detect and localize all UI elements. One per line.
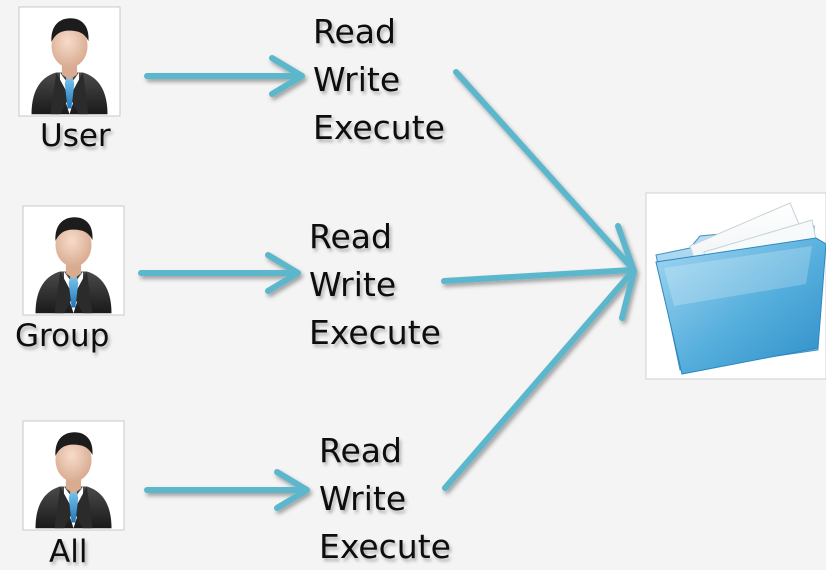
subject-label: All [49, 534, 87, 570]
arrow-group-to-permissions [138, 252, 301, 294]
permission-read: Read [309, 217, 392, 256]
subject-label: Group [15, 318, 109, 354]
subject-label: User [40, 118, 111, 154]
arrows-layer [138, 55, 637, 511]
permission-write: Write [319, 479, 406, 518]
permission-read: Read [313, 12, 396, 51]
permissions-group: Read Write Execute [309, 217, 441, 352]
arrow-user-to-permissions [144, 55, 305, 97]
permissions-user: Read Write Execute [313, 12, 445, 147]
permission-read: Read [319, 431, 402, 470]
folder-arrowhead [615, 223, 637, 321]
folder-target [645, 192, 826, 380]
arrow-all-to-permissions [144, 469, 310, 511]
permission-execute: Execute [319, 527, 451, 566]
permission-execute: Execute [313, 108, 445, 147]
permissions-all: Read Write Execute [319, 431, 451, 566]
permission-write: Write [313, 60, 400, 99]
subject-all: All [22, 420, 125, 570]
folder-icon [655, 202, 826, 375]
subject-group: Group [15, 205, 125, 354]
arrow-all-permissions-to-folder [442, 269, 635, 491]
arrow-group-permissions-to-folder [441, 267, 635, 284]
subject-user: User [18, 6, 121, 154]
permission-execute: Execute [309, 313, 441, 352]
arrow-user-permissions-to-folder [453, 69, 635, 271]
permission-write: Write [309, 265, 396, 304]
